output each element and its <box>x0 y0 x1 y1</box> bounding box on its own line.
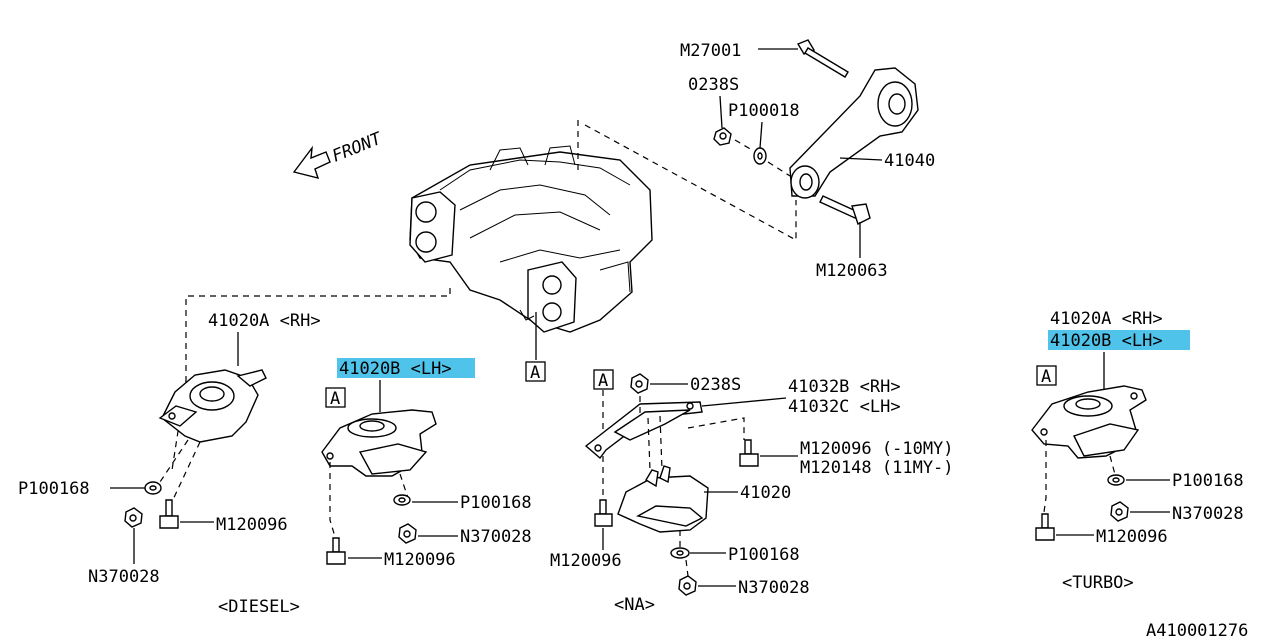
nut-n370028-icon <box>678 575 697 596</box>
label-diesel-m120096-right: M120096 <box>384 550 456 570</box>
label-diesel-p100168-left: P100168 <box>18 479 90 499</box>
washer-p100018-icon <box>753 147 767 165</box>
label-diesel-n370028-left: N370028 <box>88 567 160 587</box>
svg-text:A: A <box>1041 367 1051 387</box>
label-0238s-top: 0238S <box>688 75 739 95</box>
label-m27001: M27001 <box>680 41 741 61</box>
turbo-lh-mount-41020b <box>1031 385 1147 459</box>
bolt-m120063-icon <box>819 195 871 225</box>
nut-0238s-icon <box>630 373 649 394</box>
bolt-m120096-icon <box>159 499 179 529</box>
nut-n370028-icon <box>1110 501 1129 522</box>
bolt-m120096-icon <box>739 439 759 467</box>
nut-n370028-icon <box>124 507 143 528</box>
svg-text:A: A <box>598 371 608 391</box>
ref-box-a-engine: A <box>525 361 546 383</box>
engine-to-link-line <box>577 120 797 242</box>
ref-box-a-turbo: A <box>1036 365 1057 387</box>
label-na-p100168: P100168 <box>728 545 800 565</box>
washer-p100168-icon <box>144 481 162 495</box>
front-arrow-icon <box>292 145 331 179</box>
bolt-m27001-icon <box>796 39 849 78</box>
label-m120063: M120063 <box>816 261 888 281</box>
figure-id: A410001276 <box>1146 621 1248 640</box>
na-bracket-41032 <box>584 401 703 460</box>
nut-0238s-icon <box>713 127 732 146</box>
label-diesel-m120096-left: M120096 <box>216 515 288 535</box>
label-p100018: P100018 <box>728 101 800 121</box>
label-turbo-41020a: 41020A <RH> <box>1050 309 1163 329</box>
label-turbo-n370028: N370028 <box>1172 504 1244 524</box>
front-label: FRONT <box>329 128 386 166</box>
svg-text:A: A <box>530 363 540 383</box>
section-label-turbo: <TURBO> <box>1062 573 1134 593</box>
label-na-m120148-11my: M120148 (11MY-) <box>800 458 954 478</box>
engine-block-illustration <box>409 145 653 333</box>
ref-box-a-na: A <box>593 369 614 391</box>
label-na-41032c: 41032C <LH> <box>788 397 901 417</box>
label-turbo-p100168: P100168 <box>1172 471 1244 491</box>
bolt-m120096-icon <box>1035 513 1055 541</box>
label-na-41032b: 41032B <RH> <box>788 377 901 397</box>
label-41040: 41040 <box>884 151 935 171</box>
label-diesel-41020a: 41020A <RH> <box>208 311 321 331</box>
label-diesel-41020b: 41020B <LH> <box>339 359 452 379</box>
diesel-lh-mount-41020b <box>321 409 437 477</box>
label-turbo-41020b: 41020B <LH> <box>1050 331 1163 351</box>
label-na-41020: 41020 <box>740 483 791 503</box>
label-na-0238s: 0238S <box>690 375 741 395</box>
nut-n370028-icon <box>398 523 417 544</box>
label-diesel-n370028-right: N370028 <box>460 527 532 547</box>
svg-text:A: A <box>330 389 340 409</box>
bolt-m120096-icon <box>326 537 346 565</box>
label-diesel-p100168-right: P100168 <box>460 493 532 513</box>
highlight-diesel-41020b <box>337 358 475 378</box>
ref-box-a-diesel: A <box>325 387 346 409</box>
label-na-n370028: N370028 <box>738 578 810 598</box>
section-label-na: <NA> <box>614 595 655 615</box>
diesel-rh-mount-41020a <box>158 369 267 443</box>
label-turbo-m120096: M120096 <box>1096 527 1168 547</box>
na-mount-41020 <box>617 465 709 533</box>
label-na-m120096-10my: M120096 (-10MY) <box>800 439 954 459</box>
washer-p100168-icon <box>670 547 690 559</box>
section-label-diesel: <DIESEL> <box>218 597 300 617</box>
pitching-stopper-41040 <box>789 67 919 199</box>
washer-p100168-icon <box>1107 474 1125 486</box>
label-na-m120096: M120096 <box>550 551 622 571</box>
bolt-m120096-icon <box>594 499 613 527</box>
washer-p100168-icon <box>393 494 411 506</box>
highlight-turbo-41020b <box>1048 330 1190 350</box>
